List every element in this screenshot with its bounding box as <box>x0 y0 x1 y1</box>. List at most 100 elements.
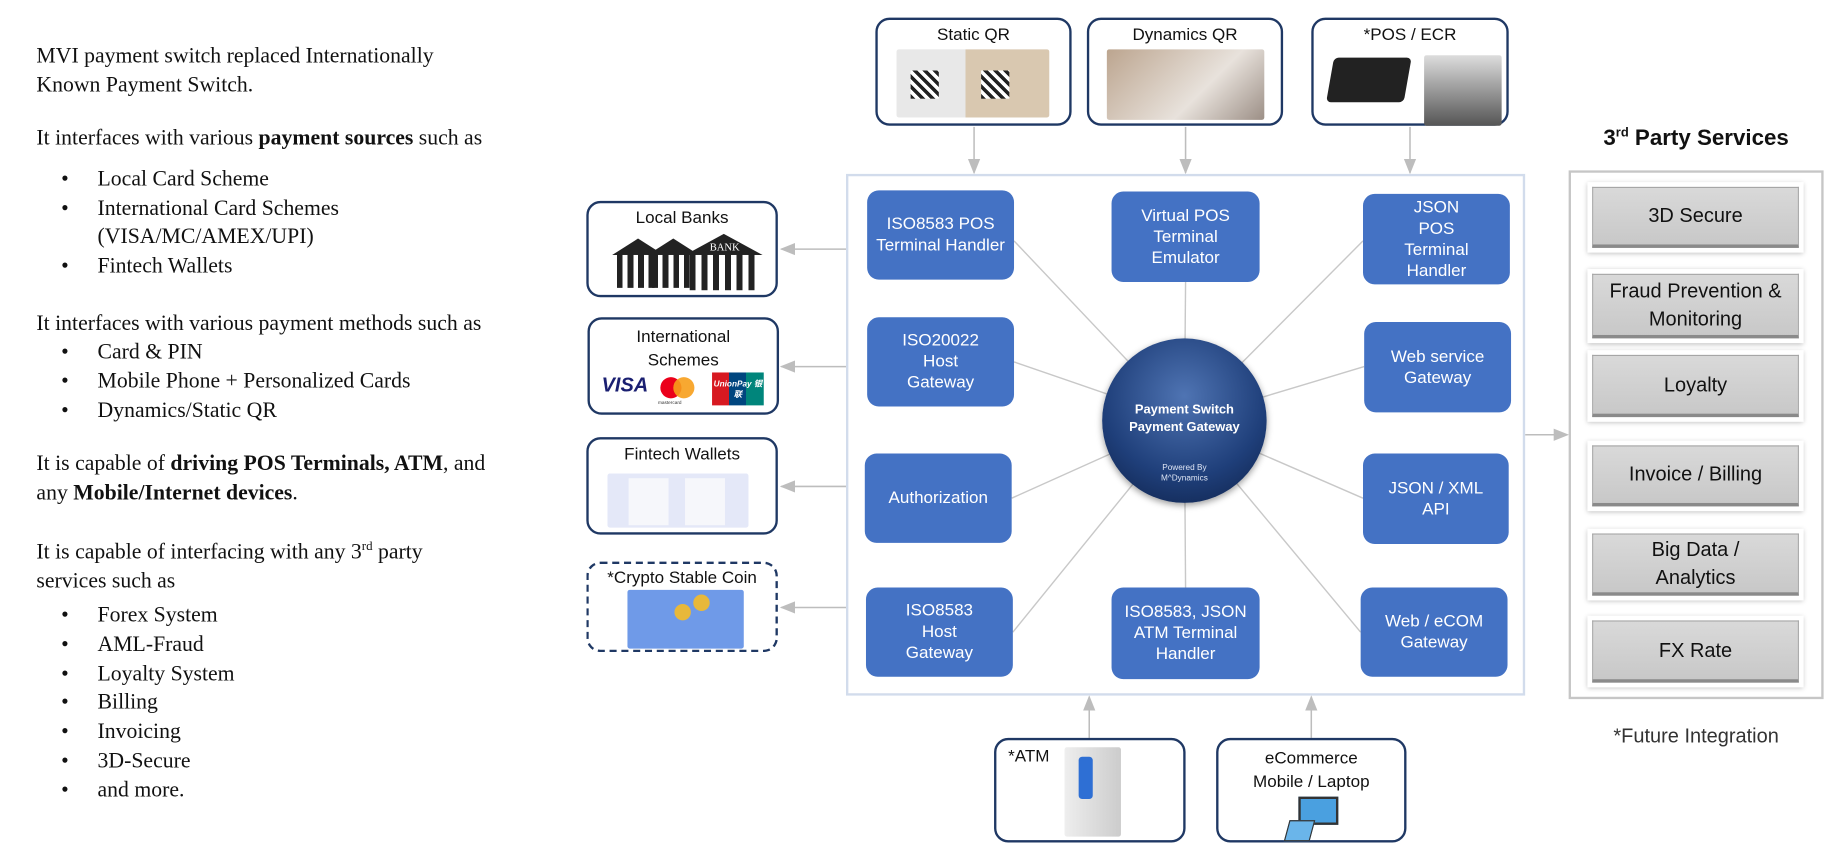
source-dynamics-qr[interactable]: Dynamics QR <box>1086 17 1284 126</box>
text-bold: Mobile/Internet devices <box>73 481 293 506</box>
source-label: *POS / ECR <box>1363 25 1457 45</box>
source-ecommerce[interactable]: eCommerce Mobile / Laptop <box>1216 737 1407 843</box>
list-item: Fintech Wallets <box>97 254 233 279</box>
module-iso8583-host[interactable]: ISO8583 Host Gateway <box>865 587 1013 677</box>
module-iso8583-pos[interactable]: ISO8583 POS Terminal Handler <box>867 190 1015 280</box>
target-label: *Crypto Stable Coin <box>607 568 757 588</box>
source-label: eCommerce Mobile / Laptop <box>1253 749 1370 792</box>
module-web-ecom[interactable]: Web / eCOM Gateway <box>1360 587 1508 677</box>
intro-line: MVI payment switch replaced Internationa… <box>36 44 434 69</box>
target-international-schemes[interactable]: International Schemes VISA mastercard Un… <box>587 317 780 415</box>
bank-icon: BANK <box>612 233 763 293</box>
ecr-image <box>1424 55 1502 126</box>
crypto-image <box>627 589 744 649</box>
powered-by: Powered By <box>1162 464 1207 473</box>
target-local-banks[interactable]: Local Banks BANK <box>586 200 778 298</box>
services-list: •Forex System •AML-Fraud •Loyalty System… <box>0 602 564 808</box>
mastercard-logo: mastercard <box>658 377 695 405</box>
target-label: Fintech Wallets <box>624 445 740 465</box>
service-label: Fraud Prevention & Monitoring <box>1592 273 1799 339</box>
text-bold: payment sources <box>258 126 414 151</box>
module-virtual-pos[interactable]: Virtual POS Terminal Emulator <box>1111 191 1260 282</box>
service-label: 3D Secure <box>1592 186 1799 248</box>
module-authorization[interactable]: Authorization <box>864 453 1012 543</box>
text: , and <box>443 452 486 476</box>
text: . <box>292 481 298 506</box>
service-loyalty[interactable]: Loyalty <box>1587 350 1804 422</box>
list-item: Local Card Scheme <box>97 168 269 192</box>
switch-frame <box>845 173 1526 696</box>
text: such as <box>413 126 483 151</box>
service-label: FX Rate <box>1592 620 1799 683</box>
target-fintech-wallets[interactable]: Fintech Wallets <box>586 437 778 535</box>
source-static-qr[interactable]: Static QR <box>875 17 1072 126</box>
driving-text: It is capable of driving POS Terminals, … <box>36 450 485 509</box>
list-item: Card & PIN <box>97 340 203 365</box>
pos-terminal-image <box>1326 57 1412 103</box>
service-invoice-billing[interactable]: Invoice / Billing <box>1587 440 1804 512</box>
text: Party Services <box>1628 126 1789 151</box>
sources-heading: It interfaces with various payment sourc… <box>36 125 482 154</box>
text: It interfaces with various <box>36 126 259 151</box>
service-label: Big Data / Analytics <box>1592 533 1799 596</box>
wallet-app-image <box>607 473 749 528</box>
list-item: AML-Fraud <box>97 633 204 657</box>
mastercard-label: mastercard <box>658 399 682 406</box>
methods-list: •Card & PIN •Mobile Phone + Personalized… <box>0 338 564 426</box>
text: 3 <box>1603 126 1616 151</box>
third-party-text: It is capable of interfacing with any 3r… <box>36 532 422 597</box>
source-label: Dynamics QR <box>1132 25 1238 45</box>
service-fx-rate[interactable]: FX Rate <box>1587 615 1804 688</box>
source-label: *ATM <box>1008 747 1050 767</box>
module-iso8583-atm[interactable]: ISO8583, JSON ATM Terminal Handler <box>1111 587 1260 680</box>
atm-image <box>1064 747 1121 837</box>
text-sup: rd <box>1615 125 1629 140</box>
service-fraud-prevention[interactable]: Fraud Prevention & Monitoring <box>1587 269 1804 344</box>
module-web-service[interactable]: Web service Gateway <box>1364 321 1512 413</box>
service-3d-secure[interactable]: 3D Secure <box>1587 182 1804 253</box>
list-item: 3D-Secure <box>97 749 191 774</box>
static-qr-image <box>896 49 1050 118</box>
hub-subtitle: Payment Gateway <box>1129 420 1240 435</box>
text-sup: rd <box>361 539 373 554</box>
source-atm[interactable]: *ATM <box>994 737 1186 843</box>
list-item: and more. <box>97 779 185 803</box>
service-big-data[interactable]: Big Data / Analytics <box>1587 528 1804 601</box>
service-label: Invoice / Billing <box>1592 445 1799 507</box>
list-item: Loyalty System <box>97 662 235 687</box>
future-integration-note: *Future Integration <box>1613 724 1779 748</box>
payment-switch-hub[interactable]: Payment Switch Payment Gateway Powered B… <box>1102 338 1267 503</box>
list-item: Dynamics/Static QR <box>97 399 277 423</box>
list-item: (VISA/MC/AMEX/UPI) <box>97 225 314 250</box>
unionpay-logo: UnionPay 银联 <box>712 372 764 406</box>
source-label: Static QR <box>937 25 1010 45</box>
intro-text: MVI payment switch replaced Internationa… <box>36 42 433 101</box>
target-crypto-stable-coin[interactable]: *Crypto Stable Coin <box>586 561 778 653</box>
list-item: International Card Schemes <box>97 197 339 221</box>
methods-heading: It interfaces with various payment metho… <box>36 312 482 337</box>
text: any <box>36 481 74 506</box>
text: It is capable of interfacing with any 3 <box>36 540 362 565</box>
visa-logo: VISA <box>601 373 649 396</box>
module-iso20022[interactable]: ISO20022 Host Gateway <box>867 317 1015 407</box>
third-party-title: 3rd Party Services <box>1569 126 1824 152</box>
text-bold: driving POS Terminals, ATM <box>170 452 444 476</box>
module-json-pos[interactable]: JSON POS Terminal Handler <box>1363 193 1510 285</box>
third-party-frame <box>1568 170 1824 700</box>
target-label: International Schemes <box>636 327 731 371</box>
service-label: Loyalty <box>1592 354 1799 418</box>
bank-label: BANK <box>709 240 740 253</box>
list-item: Forex System <box>97 603 218 628</box>
devices-image <box>1283 796 1339 842</box>
list-item: Billing <box>97 690 158 715</box>
text: services such as <box>36 570 176 594</box>
powered-by-brand: M^Dynamics <box>1160 474 1208 483</box>
dynamics-qr-image <box>1106 49 1265 120</box>
source-pos-ecr[interactable]: *POS / ECR <box>1311 17 1509 126</box>
list-item: Invoicing <box>97 720 181 744</box>
module-json-xml-api[interactable]: JSON / XML API <box>1363 453 1509 545</box>
text: It is capable of <box>36 452 171 476</box>
intro-line: Known Payment Switch. <box>36 74 254 98</box>
hub-title: Payment Switch <box>1134 403 1234 418</box>
list-item: Mobile Phone + Personalized Cards <box>97 370 411 394</box>
